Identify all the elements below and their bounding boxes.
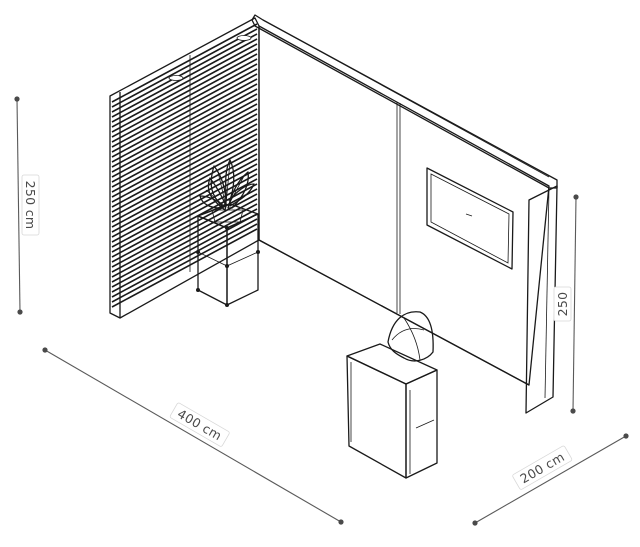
slat bbox=[111, 223, 258, 303]
height-left-label: 250 cm bbox=[23, 181, 38, 230]
slat bbox=[111, 43, 258, 123]
slat-lines bbox=[111, 23, 258, 308]
slat bbox=[111, 118, 258, 198]
slat bbox=[111, 228, 258, 308]
slat bbox=[111, 28, 258, 108]
dimension-depth: 200 cm bbox=[472, 433, 629, 526]
height-right-label: 250 bbox=[555, 292, 570, 317]
slat bbox=[111, 33, 258, 113]
slat bbox=[111, 138, 258, 218]
slat bbox=[111, 83, 258, 163]
slat bbox=[111, 68, 258, 148]
slat bbox=[111, 78, 258, 158]
slat-wall bbox=[109, 17, 260, 319]
slat bbox=[111, 123, 258, 203]
slat bbox=[111, 198, 258, 278]
slat bbox=[111, 88, 258, 168]
slat bbox=[111, 213, 258, 293]
slat bbox=[111, 48, 258, 128]
slat bbox=[111, 93, 258, 173]
slat bbox=[111, 143, 258, 223]
slat bbox=[111, 103, 258, 183]
slat bbox=[111, 98, 258, 178]
dimension-height-right: 250 bbox=[553, 194, 579, 414]
dimension-height-left: 250 cm bbox=[14, 96, 40, 315]
slat bbox=[111, 113, 258, 193]
slat bbox=[111, 163, 258, 243]
potted-plant bbox=[199, 159, 255, 223]
slat bbox=[111, 188, 258, 268]
slat bbox=[111, 148, 258, 228]
slat bbox=[111, 133, 258, 213]
slat bbox=[111, 128, 258, 208]
slat bbox=[111, 73, 258, 153]
slat bbox=[111, 58, 258, 138]
chair bbox=[387, 311, 434, 362]
tv-screen bbox=[426, 167, 514, 270]
slat bbox=[111, 203, 258, 283]
back-wall bbox=[251, 14, 558, 386]
slat bbox=[111, 38, 258, 118]
slat bbox=[111, 158, 258, 238]
slat bbox=[111, 63, 258, 143]
slat bbox=[111, 108, 258, 188]
slat bbox=[111, 53, 258, 133]
counter-desk bbox=[346, 343, 438, 479]
slat bbox=[111, 23, 258, 103]
spotlight bbox=[168, 75, 184, 81]
cube-shelf bbox=[196, 203, 260, 307]
slat bbox=[111, 218, 258, 298]
spotlight bbox=[236, 35, 252, 41]
dimension-width: 400 cm bbox=[42, 347, 344, 525]
side-wall bbox=[525, 185, 558, 414]
slat bbox=[111, 168, 258, 248]
